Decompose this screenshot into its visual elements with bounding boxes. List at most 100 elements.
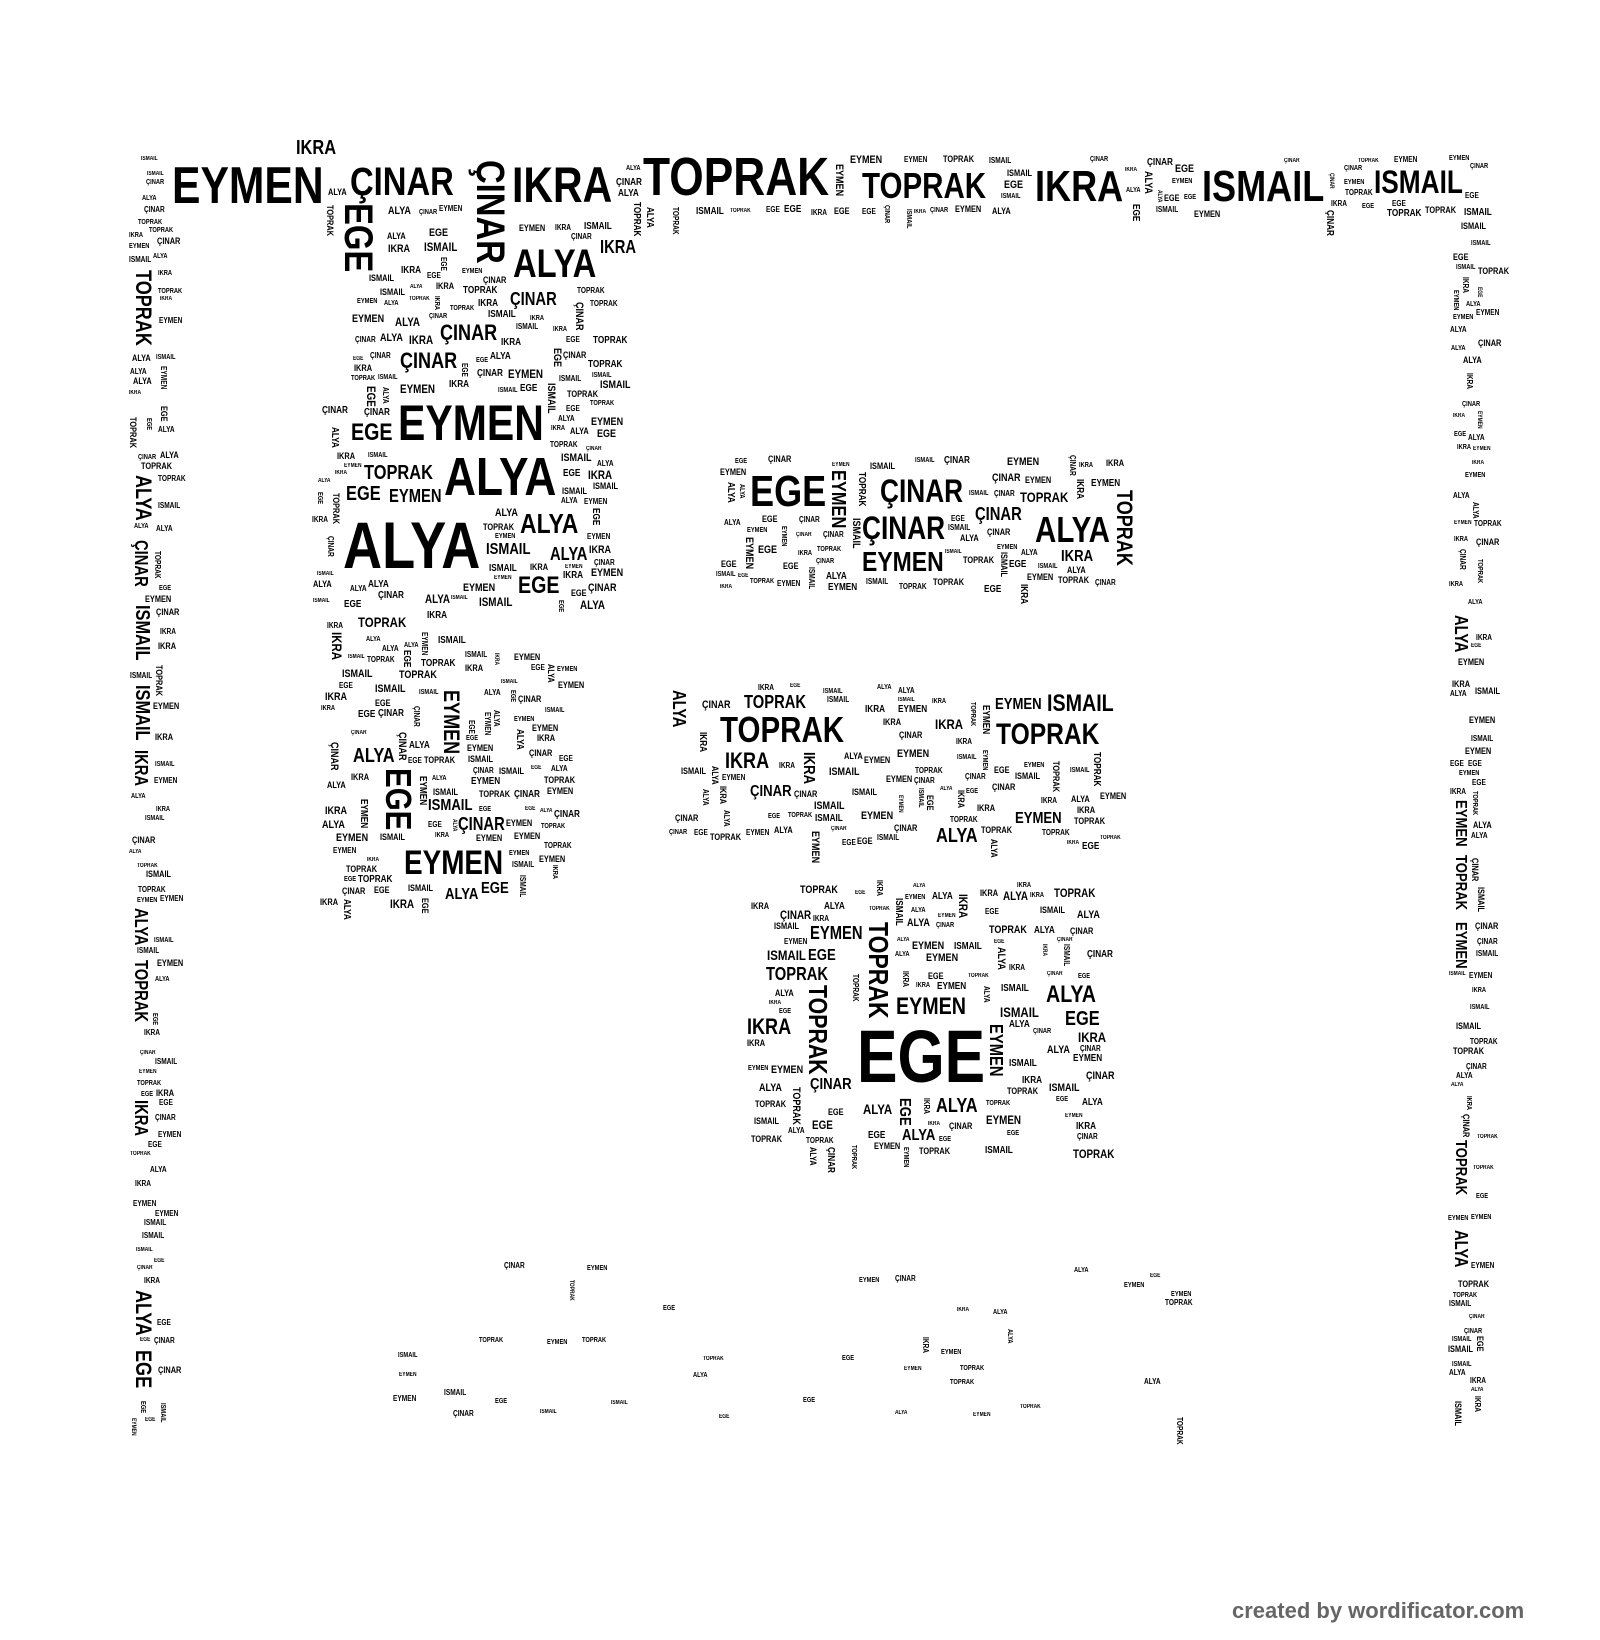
cloud-word: ALYA [1035,509,1110,550]
cloud-word: ALYA [514,729,525,750]
cloud-word: ISMAIL [559,374,582,383]
cloud-word: ISMAIL [1461,221,1487,231]
cloud-word: ALYA [425,592,450,606]
cloud-word: IKRA [530,315,545,322]
cloud-word: ÇINAR [573,302,585,331]
cloud-word: IKRA [160,296,173,302]
cloud-word: ALYA [1450,325,1467,334]
cloud-word: EYMEN [153,701,180,711]
cloud-word: IKRA [932,698,947,705]
cloud-word: ISMAIL [380,287,406,297]
cloud-word: ISMAIL [592,372,612,379]
credit-footer[interactable]: created by wordificator.com [1232,1598,1525,1623]
cloud-word: EGE [1471,643,1482,649]
cloud-word: TOPRAK [325,205,335,237]
cloud-word: ISMAIL [1202,162,1325,211]
cloud-word: IKRA [427,610,448,621]
cloud-word: EGE [868,1130,886,1141]
cloud-word: ISMAIL [850,518,862,549]
cloud-word: EYMEN [417,776,428,806]
cloud-word: EGE [159,1098,173,1107]
cloud-word: IKRA [321,705,336,712]
cloud-word: ALYA [1453,491,1470,500]
cloud-word: TOPRAK [963,555,995,565]
cloud-word: ALYA [341,899,352,920]
cloud-word: TOPRAK [463,285,498,296]
cloud-word: TOPRAK [399,669,437,681]
cloud-word: EGE [476,357,489,364]
cloud-word: EGE [339,681,353,690]
cloud-word: IKRA [1009,963,1026,972]
cloud-word: IKRA [390,897,415,911]
cloud-word: TOPRAK [969,702,976,727]
cloud-word: EYMEN [358,799,369,829]
cloud-word: ÇINAR [1477,937,1498,946]
cloud-word: TOPRAK [593,335,628,346]
cloud-word: EGE [1454,431,1467,438]
cloud-word: EYMEN [810,923,863,943]
cloud-word: ALYA [960,533,979,543]
cloud-word: EGE [559,754,573,763]
cloud-word: TOPRAK [710,832,742,842]
cloud-word: TOPRAK [1476,559,1483,584]
cloud-word: ÇINAR [155,1113,176,1122]
cloud-word: TOPRAK [1470,1037,1498,1046]
cloud-word: ALYA [451,819,457,832]
cloud-word: ÇINAR [750,783,792,800]
cloud-word: TOPRAK [479,789,511,799]
cloud-word: ÇINAR [1068,455,1077,476]
cloud-word: TOPRAK [421,658,456,669]
cloud-word: ÇINAR [364,407,390,418]
cloud-word: IKRA [758,683,775,692]
cloud-word: EGE [762,514,778,524]
cloud-word: IKRA [131,1100,151,1137]
cloud-word: ISMAIL [866,577,889,586]
cloud-word: ALYA [724,518,741,527]
cloud-word: ALYA [989,839,999,858]
cloud-word: EGE [812,1118,833,1132]
cloud-word: IKRA [563,570,584,581]
cloud-word: ÇINAR [419,209,438,216]
cloud-word: ALYA [902,1127,936,1144]
cloud-word: TOPRAK [141,461,173,471]
cloud-word: EGE [1392,199,1406,208]
cloud-word: ALYA [626,165,641,172]
cloud-word: ÇINAR [158,1365,182,1375]
cloud-word: EYMEN [439,204,463,213]
cloud-word: IKRA [493,653,499,666]
cloud-word: ISMAIL [488,309,516,320]
cloud-word: ÇINAR [675,813,699,823]
cloud-word: EYMEN [833,164,845,197]
cloud-word: ISMAIL [136,1247,153,1253]
cloud-word: EYMEN [476,833,503,843]
cloud-word: EGE [479,806,492,813]
cloud-word: ÇINAR [146,179,165,186]
cloud-word: ALYA [153,253,168,260]
cloud-word: IKRA [537,733,556,743]
cloud-word: ÇINAR [1095,578,1116,587]
cloud-word: ÇINAR [702,699,731,711]
cloud-word: TOPRAK [806,1136,834,1145]
cloud-word: EYMEN [748,1065,769,1072]
cloud-word: EYMEN [587,1265,608,1272]
cloud-word: TOPRAK [1477,1134,1498,1140]
cloud-word: EYMEN [1124,1282,1145,1289]
cloud-word: ISMAIL [1156,205,1179,214]
cloud-word: IKRA [551,865,558,880]
cloud-word: ÇINAR [518,694,542,704]
cloud-word: ÇINAR [880,473,964,509]
cloud-word: IKRA [1465,373,1474,390]
cloud-word: IKRA [922,1098,931,1115]
cloud-word: IKRA [1461,277,1470,294]
cloud-word: TOPRAK [590,299,618,308]
cloud-word: TOPRAK [137,1080,162,1087]
cloud-word: EGE [857,836,873,846]
cloud-word: TOPRAK [851,974,860,1002]
cloud-word: ISMAIL [518,875,527,898]
cloud-word: EGE [531,663,545,672]
cloud-word: ÇINAR [1478,338,1502,348]
cloud-word: ÇINAR [144,205,165,214]
cloud-word: ALYA [495,507,518,519]
cloud-word: EYMEN [508,367,544,381]
cloud-word: ISMAIL [375,683,406,695]
